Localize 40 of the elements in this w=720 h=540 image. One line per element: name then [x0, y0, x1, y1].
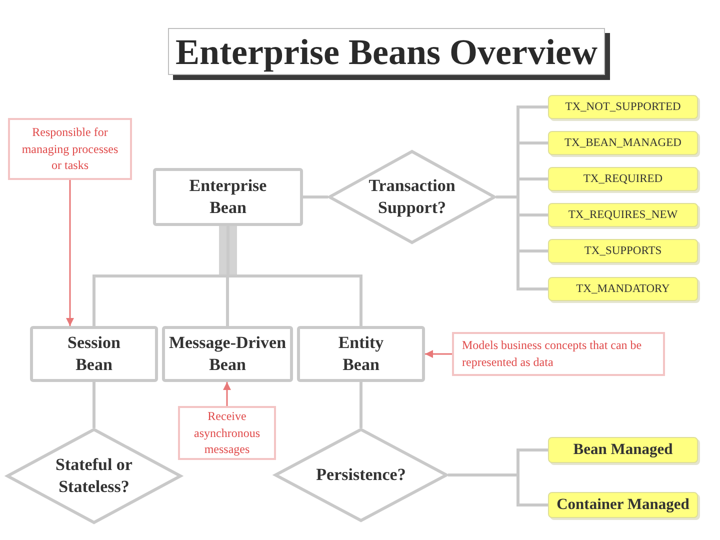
option-box [548, 492, 698, 518]
box-label: Enterprise Bean [188, 174, 268, 219]
option-label: TX_MANDATORY [576, 282, 670, 296]
note-text: Receive asynchronous messages [193, 408, 261, 458]
note-text: Models business concepts that can be represented as data [462, 337, 643, 371]
decision-label: Persistence? [316, 464, 406, 486]
option-box [548, 167, 698, 191]
option-box [548, 239, 698, 263]
option-box [548, 203, 698, 227]
arrow [223, 382, 231, 406]
option-label: TX_SUPPORTS [584, 244, 662, 258]
connector [303, 196, 328, 198]
note-box [8, 118, 132, 180]
box-label: Session Bean [66, 332, 122, 376]
box-label: Message-Driven Bean [168, 332, 288, 376]
box-label: Entity Bean [337, 332, 385, 376]
note-box [178, 406, 276, 460]
arrow [425, 350, 452, 358]
option-label: TX_REQUIRES_NEW [568, 208, 678, 222]
decision-label: Stateful or Stateless? [54, 454, 134, 498]
option-label: Container Managed [556, 494, 690, 515]
connector [92, 382, 96, 428]
connector [360, 382, 362, 428]
option-label: TX_NOT_SUPPORTED [565, 100, 681, 114]
note-text: Responsible for managing processes or tasks [20, 124, 120, 174]
process-box [30, 326, 158, 382]
process-box [153, 168, 303, 226]
option-box [548, 95, 698, 119]
connector [448, 474, 548, 506]
arrow [66, 180, 74, 326]
option-label: TX_BEAN_MANAGED [564, 136, 682, 150]
process-box [297, 326, 425, 382]
option-box [548, 277, 698, 301]
option-label: Bean Managed [573, 440, 673, 460]
option-label: TX_REQUIRED [583, 172, 663, 186]
process-box [162, 326, 293, 382]
note-box [452, 332, 665, 376]
decision-label: Transaction Support? [368, 174, 456, 219]
option-box [548, 131, 698, 155]
option-box [548, 437, 698, 463]
